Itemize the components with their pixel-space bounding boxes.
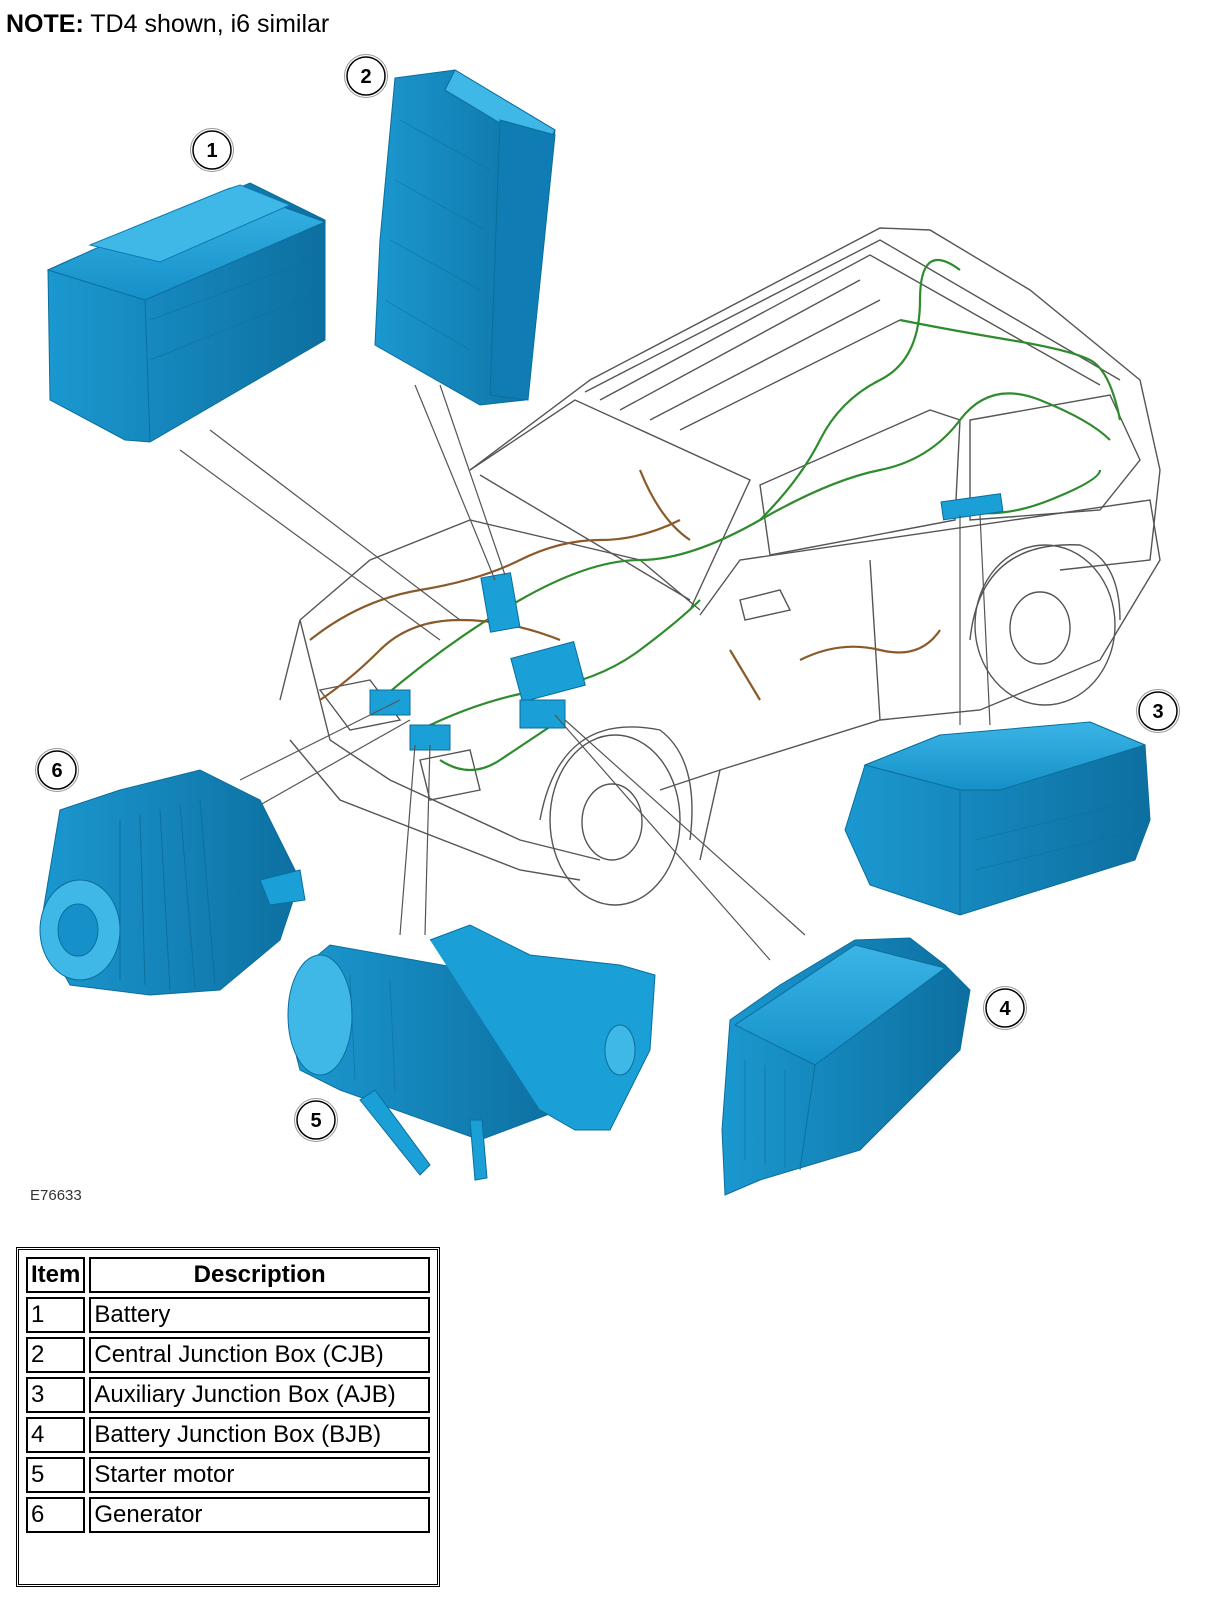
legend-header-description: Description [89,1257,430,1293]
callout-5: 5 [294,1098,338,1142]
component-location-diagram: 1 2 3 4 5 6 E76633 [30,54,1180,1204]
battery-illustration [46,182,327,443]
generator-illustration [39,769,306,996]
legend-item-description: Central Junction Box (CJB) [89,1337,430,1373]
vehicle-outline [279,227,1161,906]
note-label: NOTE: [6,10,84,38]
legend-item-number: 1 [26,1297,86,1333]
callout-5-label: 5 [310,1110,321,1132]
note-line: NOTE: TD4 shown, i6 similar [6,10,329,39]
legend-row: 3 Auxiliary Junction Box (AJB) [26,1377,430,1413]
legend-header-row: Item Description [26,1257,430,1293]
legend-row: 6 Generator [26,1497,430,1533]
starter-motor-illustration [287,924,656,1181]
legend-table-frame: Item Description 1 Battery 2 Central Jun… [16,1247,440,1587]
legend-item-description: Battery [89,1297,430,1333]
legend-row: 2 Central Junction Box (CJB) [26,1337,430,1373]
legend-row: 5 Starter motor [26,1457,430,1493]
callout-4: 4 [983,986,1027,1030]
in-vehicle-modules [369,493,1004,751]
legend-table: Item Description 1 Battery 2 Central Jun… [22,1253,434,1537]
callout-6: 6 [35,748,79,792]
legend-item-number: 2 [26,1337,86,1373]
legend-row: 4 Battery Junction Box (BJB) [26,1417,430,1453]
legend-item-description: Starter motor [89,1457,430,1493]
wiring-harness [309,259,1122,771]
leader-lines [179,384,991,961]
legend-item-number: 6 [26,1497,86,1533]
callout-2: 2 [344,54,388,98]
legend-item-description: Battery Junction Box (BJB) [89,1417,430,1453]
callout-3-label: 3 [1152,701,1163,723]
cjb-illustration [374,69,556,406]
legend-item-number: 5 [26,1457,86,1493]
note-text: TD4 shown, i6 similar [83,10,330,38]
figure-id: E76633 [30,1187,82,1204]
callout-3: 3 [1136,689,1180,733]
callout-1: 1 [190,128,234,172]
callout-6-label: 6 [51,760,62,782]
legend-item-description: Generator [89,1497,430,1533]
legend-item-number: 4 [26,1417,86,1453]
legend-header-item: Item [26,1257,86,1293]
callout-2-label: 2 [360,66,371,88]
callout-4-label: 4 [999,998,1011,1020]
legend-item-description: Auxiliary Junction Box (AJB) [89,1377,430,1413]
legend-row: 1 Battery [26,1297,430,1333]
bjb-illustration [721,937,971,1196]
legend-item-number: 3 [26,1377,86,1413]
callout-1-label: 1 [206,140,217,162]
ajb-illustration [844,721,1151,916]
